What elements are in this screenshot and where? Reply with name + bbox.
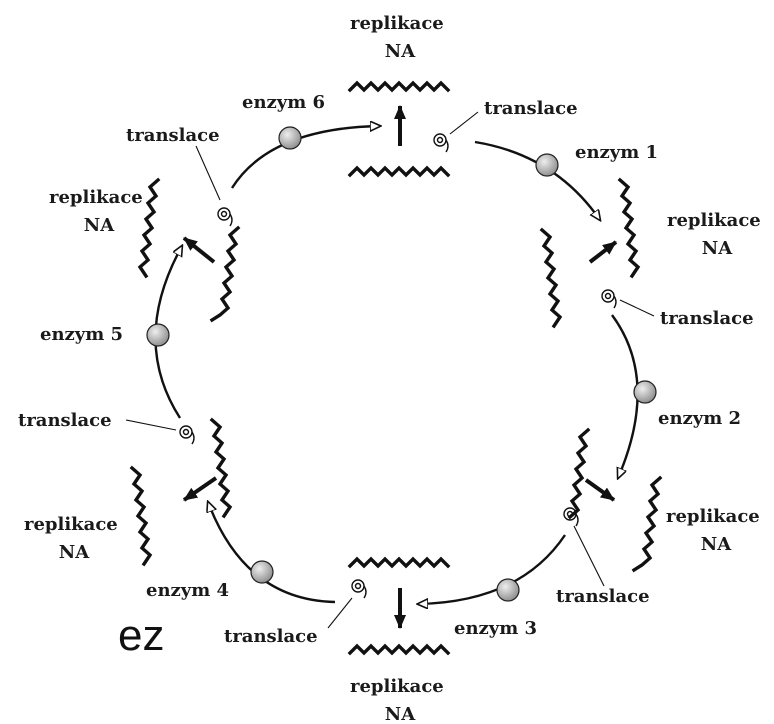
translation-leader-right-lower	[573, 525, 605, 587]
replication-arrow-right-upper	[588, 240, 618, 264]
translation-leader-left-upper	[195, 145, 221, 201]
translation-label-right: translace	[660, 308, 754, 329]
translation-label-bottom: translace	[224, 626, 318, 647]
enzyme-2-ball	[633, 380, 657, 404]
na-strand-bottom-lower	[347, 643, 451, 656]
translation-label-left-upper: translace	[126, 125, 220, 146]
enzyme-1-label: enzym 1	[575, 142, 658, 163]
na-strand-right-upper-inner	[539, 227, 563, 329]
ribosome-icon	[433, 133, 449, 153]
replication-arrow-left-upper	[182, 236, 216, 264]
na-strand-left-upper-outer	[137, 177, 161, 279]
na-strand-left-lower-inner	[209, 417, 233, 519]
translation-leader-left-lower	[125, 419, 177, 431]
enzyme-4-ball	[250, 560, 274, 584]
cycle-arc-6-to-top	[230, 126, 380, 189]
background-fragment-text: ez	[118, 611, 164, 660]
na-strand-right-lower-outer	[631, 475, 663, 573]
replication-label-right-upper: replikace NA	[667, 210, 767, 259]
ribosome-icon	[179, 425, 195, 445]
enzyme-5-label: enzym 5	[40, 324, 123, 345]
na-strand-left-lower-outer	[129, 465, 153, 567]
na-strand-bottom-upper	[347, 556, 451, 569]
na-strand-top-lower	[347, 165, 451, 178]
enzyme-3-label: enzym 3	[454, 618, 537, 639]
replication-arrow-left-lower	[182, 476, 218, 502]
replication-label-top: replikace NA	[350, 13, 450, 62]
na-strand-right-lower-inner	[567, 427, 591, 520]
enzyme-1-ball	[535, 153, 559, 177]
replication-arrow-right-lower	[584, 478, 616, 502]
replication-label-right-lower: replikace NA	[666, 506, 766, 555]
translation-label-right-lower: translace	[556, 586, 650, 607]
replication-label-left-lower: replikace NA	[24, 514, 124, 563]
enzyme-2-label: enzym 2	[658, 408, 741, 429]
translation-leader-right	[619, 299, 655, 317]
enzyme-6-label: enzym 6	[242, 92, 325, 113]
translation-leader-bottom	[327, 597, 353, 629]
replication-label-bottom: replikace NA	[350, 676, 450, 724]
translation-label-top: translace	[484, 98, 578, 119]
na-strand-right-upper-outer	[617, 177, 641, 279]
ribosome-icon	[563, 507, 579, 527]
ribosome-icon	[217, 207, 233, 227]
cycle-arc-3-to-bottom	[418, 534, 566, 604]
translation-leader-top	[449, 111, 479, 135]
replication-label-left-upper: replikace NA	[49, 187, 149, 236]
na-strand-top-upper	[347, 80, 451, 93]
ribosome-icon	[601, 289, 617, 309]
enzyme-4-label: enzym 4	[146, 580, 229, 601]
translation-label-left-lower: translace	[18, 410, 112, 431]
enzyme-5-ball	[146, 323, 170, 347]
cycle-arc-2-to-right	[611, 314, 639, 478]
na-strand-left-upper-inner	[209, 225, 241, 323]
enzyme-6-ball	[278, 126, 302, 150]
ribosome-icon	[351, 579, 367, 599]
enzyme-3-ball	[496, 578, 520, 602]
